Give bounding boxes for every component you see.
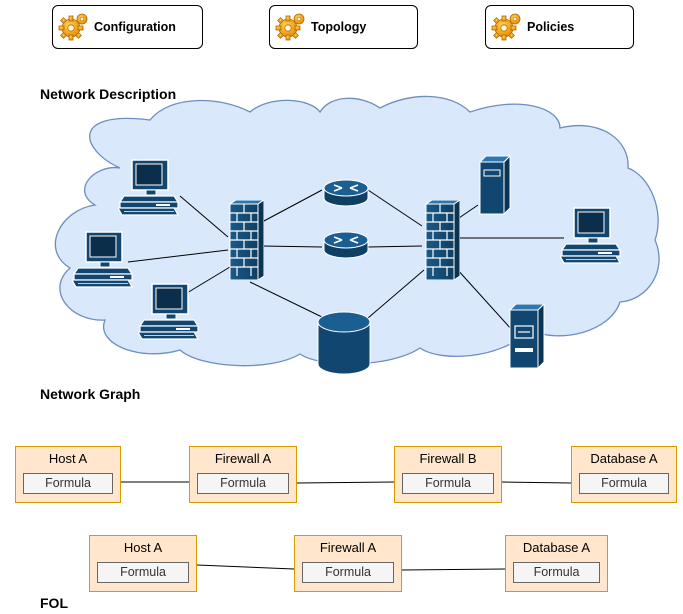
node-name: Database A (522, 540, 591, 555)
graph-edge (501, 481, 572, 484)
network-links (127, 189, 564, 331)
node-name: Database A (590, 451, 658, 466)
database-icon (317, 311, 371, 375)
fol-edge (196, 564, 295, 570)
fol-edge (401, 568, 506, 571)
section-title-network-graph: Network Graph (40, 386, 141, 402)
fol-node-database-a[interactable]: Database A Formula (505, 535, 608, 592)
formula-field[interactable]: Formula (579, 473, 669, 494)
tab-topology-label: Topology (311, 20, 367, 34)
graph-node-firewall-b[interactable]: Firewall B Formula (394, 446, 502, 503)
formula-field[interactable]: Formula (197, 473, 289, 494)
formula-field[interactable]: Formula (402, 473, 494, 494)
graph-node-host-a[interactable]: Host A Formula (15, 446, 121, 503)
network-diagram (54, 95, 660, 375)
section-title-network-description: Network Description (40, 86, 177, 102)
formula-field[interactable]: Formula (97, 562, 189, 583)
tab-topology[interactable]: Topology (269, 5, 418, 49)
tab-policies-label: Policies (527, 20, 575, 34)
tab-configuration-label: Configuration (94, 20, 176, 34)
formula-field[interactable]: Formula (23, 473, 113, 494)
node-name: Host A (48, 451, 88, 466)
graph-node-firewall-a[interactable]: Firewall A Formula (189, 446, 297, 503)
fol-node-host-a[interactable]: Host A Formula (89, 535, 197, 592)
graph-node-database-a[interactable]: Database A Formula (571, 446, 677, 503)
tab-configuration[interactable]: Configuration (52, 5, 203, 49)
formula-field[interactable]: Formula (302, 562, 394, 583)
graph-edge (296, 481, 395, 484)
fol-node-firewall-a[interactable]: Firewall A Formula (294, 535, 402, 592)
node-name: Firewall A (214, 451, 272, 466)
node-name: Host A (123, 540, 163, 555)
section-title-fol: FOL (40, 595, 68, 611)
node-name: Firewall B (419, 451, 477, 466)
node-name: Firewall A (319, 540, 377, 555)
tab-policies[interactable]: Policies (485, 5, 634, 49)
formula-field[interactable]: Formula (513, 562, 600, 583)
